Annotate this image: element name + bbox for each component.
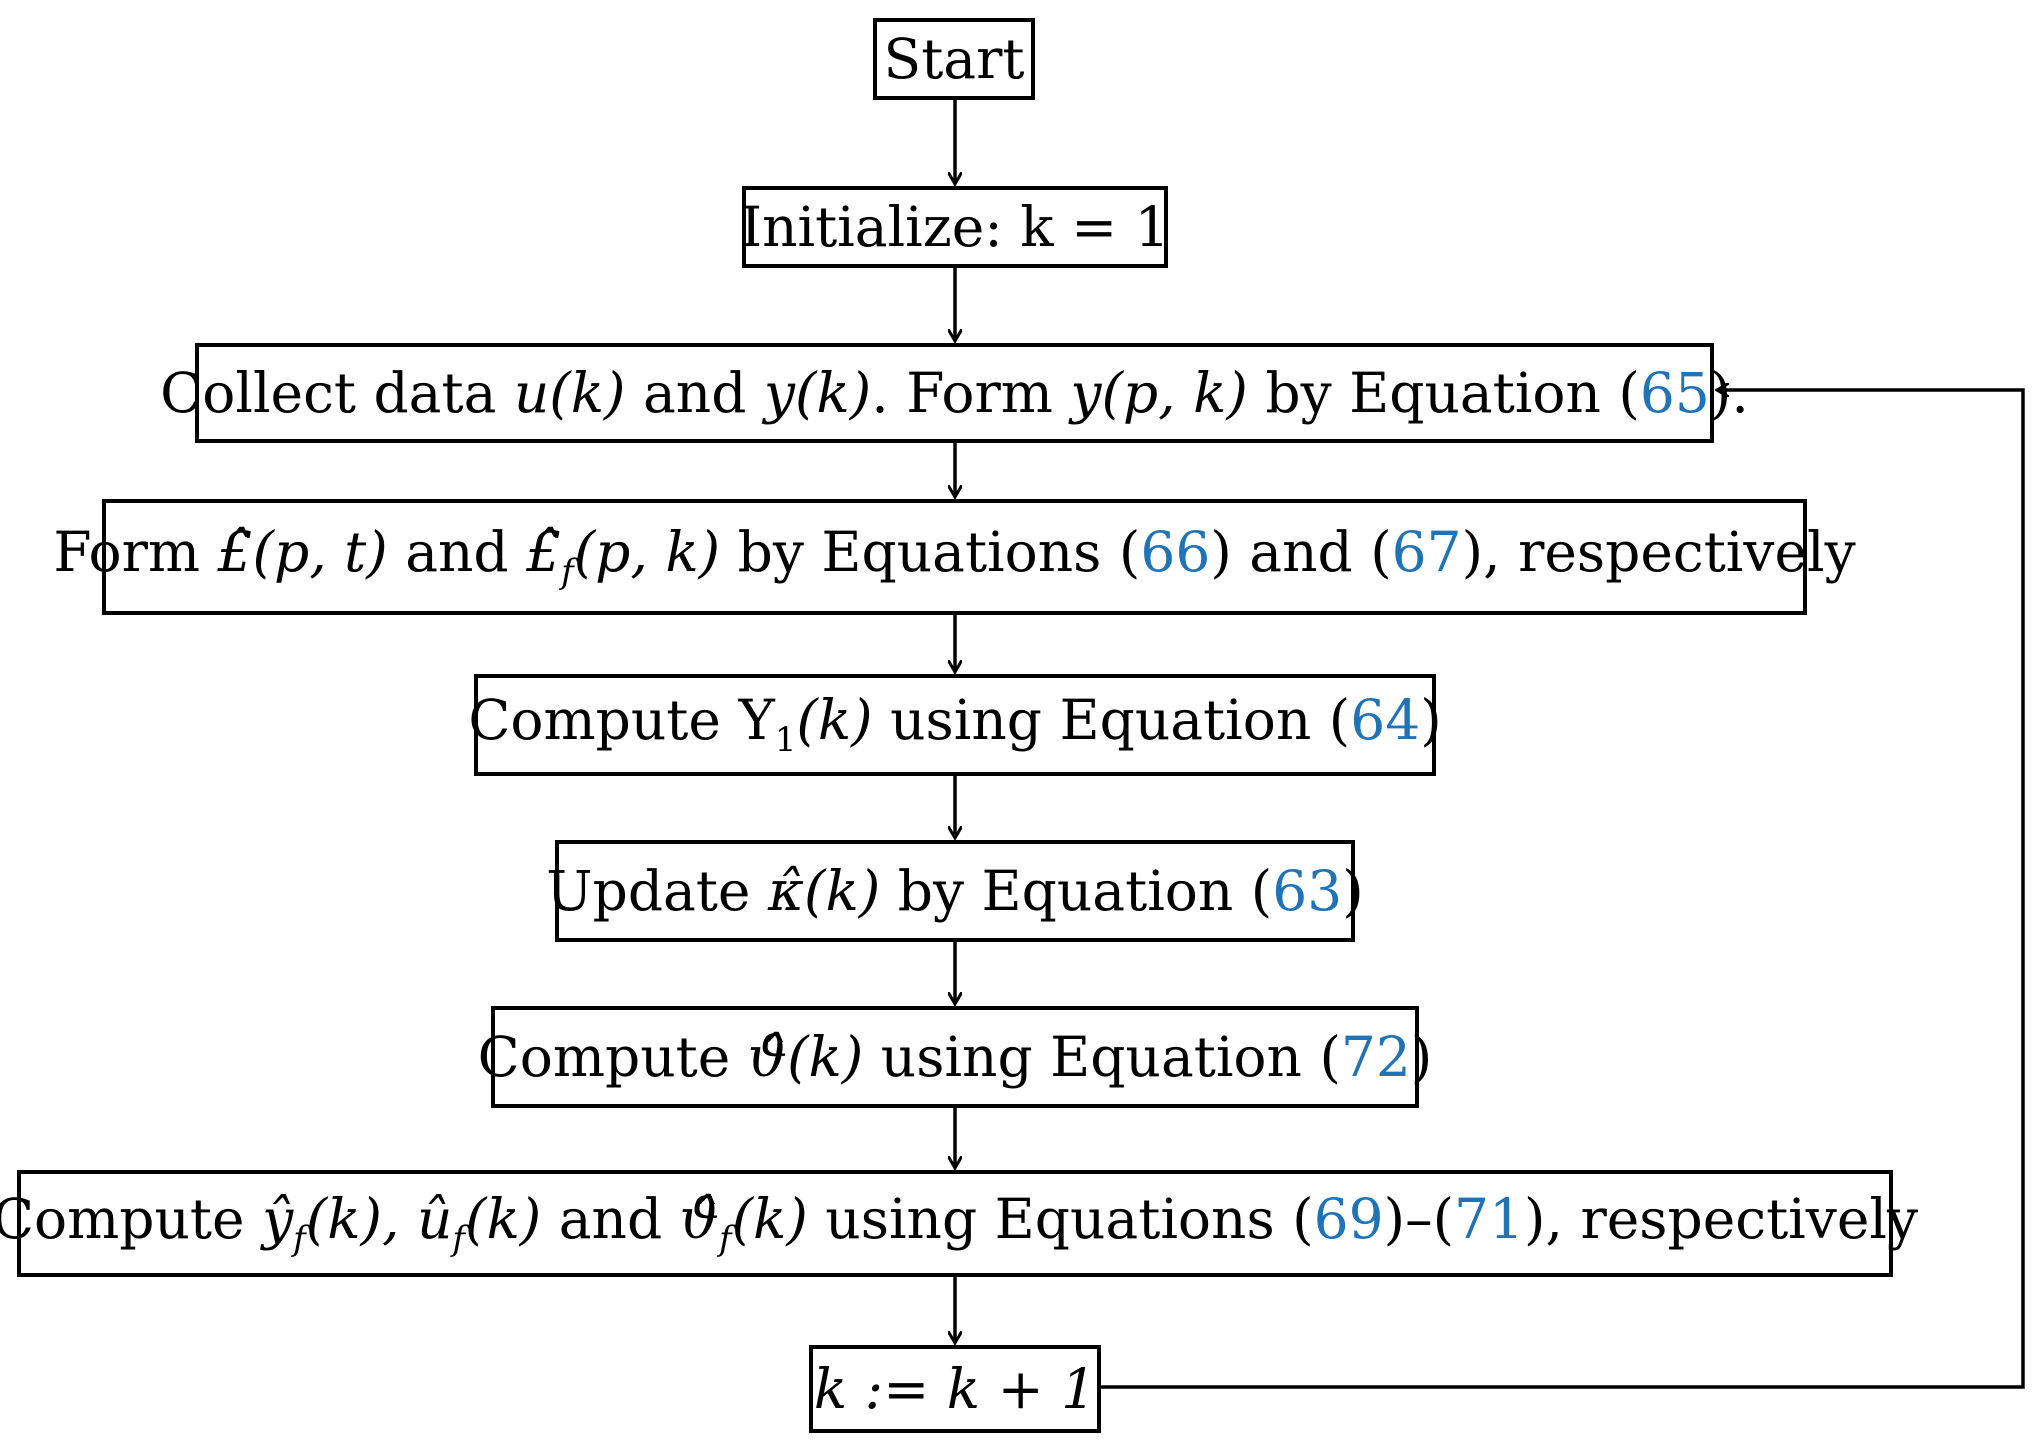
initialize-label: Initialize: k = 1 [740,194,1170,259]
equation-ref-67[interactable]: 67 [1391,520,1462,584]
collect-data-node: Collect data u(k) and y(k). Form y(p, k)… [160,343,1749,443]
increment-node: k := k + 1 [809,1345,1101,1433]
update-kappa-label: Update κ̂(k) by Equation (63) [546,858,1364,923]
compute-filtered-node: Compute ŷf(k), ûf(k) and ϑ̂f(k) using Eq… [0,1170,1918,1277]
equation-ref-71[interactable]: 71 [1454,1186,1525,1251]
equation-ref-64[interactable]: 64 [1350,688,1421,752]
compute-vartheta-node: Compute ϑ̂(k) using Equation (72) [478,1006,1432,1108]
form-node: Form £̂(p, t) and £̂f(p, k) by Equations… [53,499,1856,615]
equation-ref-72[interactable]: 72 [1340,1024,1411,1089]
compute-vartheta-label: Compute ϑ̂(k) using Equation (72) [477,1024,1433,1089]
compute-upsilon-node: Compute Υ1(k) using Equation (64) [468,674,1442,776]
compute-upsilon-label: Compute Υ1(k) using Equation (64) [468,688,1442,760]
loop-back-arrow [1101,390,2025,1389]
equation-ref-69[interactable]: 69 [1313,1186,1384,1251]
start-label: Start [883,26,1025,91]
form-label: Form £̂(p, t) and £̂f(p, k) by Equations… [53,520,1856,592]
equation-ref-66[interactable]: 66 [1140,520,1211,584]
initialize-node: Initialize: k = 1 [740,186,1170,268]
update-kappa-node: Update κ̂(k) by Equation (63) [546,840,1364,942]
equation-ref-65[interactable]: 65 [1639,360,1710,425]
collect-data-label: Collect data u(k) and y(k). Form y(p, k)… [160,360,1749,425]
equation-ref-63[interactable]: 63 [1272,858,1343,923]
start-node: Start [873,18,1035,100]
increment-label: k := k + 1 [813,1356,1097,1421]
compute-filtered-label: Compute ŷf(k), ûf(k) and ϑ̂f(k) using Eq… [0,1186,1919,1259]
